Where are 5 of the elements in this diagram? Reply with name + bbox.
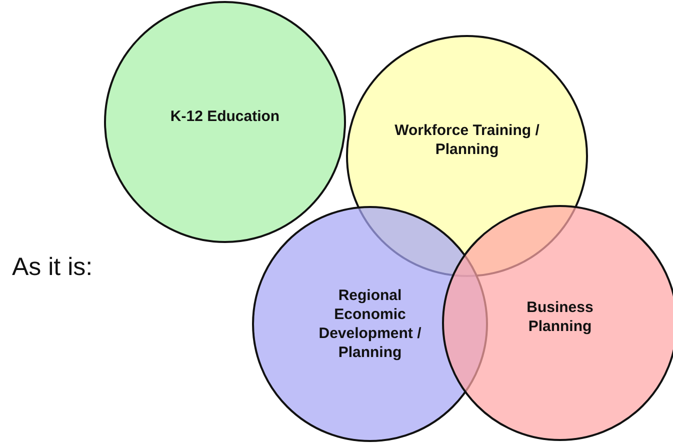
heading-text: As it is: (12, 253, 93, 282)
circle-label: Workforce Training / Planning (394, 121, 540, 159)
circle-label: Business Planning (526, 298, 594, 336)
circle-label: Regional Economic Development / Planning (318, 286, 422, 362)
circle-label: K-12 Education (170, 106, 280, 126)
